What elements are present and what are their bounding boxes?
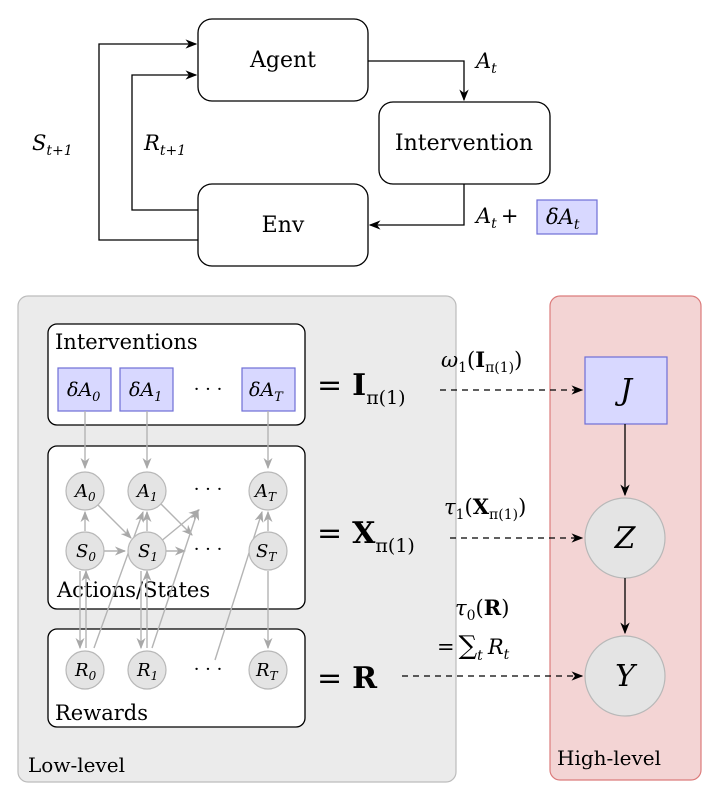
rewards-box: [47, 628, 306, 728]
edge-R0-A1: [93, 510, 144, 649]
interventions-ellipsis: · · ·: [194, 379, 223, 400]
edge-A1-next: [160, 503, 193, 536]
svg-text:Y: Y: [615, 659, 638, 694]
svg-text:R1: R1: [136, 660, 158, 683]
tau0-label: τ0(R): [455, 595, 509, 624]
action-node: AT: [248, 471, 288, 511]
intervention-node: δA1: [119, 367, 174, 412]
tau1-label: τ1(Xπ(1)): [444, 494, 526, 523]
rewards-title: Rewards: [55, 701, 148, 725]
actions-states-box: [47, 445, 306, 610]
eq-rewards: =R: [317, 661, 378, 696]
env-label: Env: [262, 213, 305, 238]
svg-text:δAT: δAT: [249, 379, 284, 405]
reward-label: Rt+1: [143, 131, 186, 159]
interventions-box: [47, 323, 306, 426]
edge-Rprev-AT: [214, 510, 264, 661]
intervention-label: Intervention: [395, 131, 533, 156]
svg-text:R0: R0: [74, 660, 97, 683]
state-feedback-arrow: [98, 39, 198, 241]
state-node: ST: [248, 531, 288, 571]
agent-to-intervention-arrow: [368, 60, 469, 102]
svg-text:δA1: δA1: [129, 379, 162, 405]
low-level-label: Low-level: [28, 753, 125, 777]
reward-node: R0: [65, 650, 105, 690]
action-node: A1: [127, 471, 167, 511]
svg-text:RT: RT: [255, 660, 279, 683]
actions-ellipsis: · · ·: [194, 479, 223, 500]
action-label: At: [474, 49, 497, 77]
svg-text:A1: A1: [135, 481, 158, 504]
state-node: S0: [65, 531, 105, 571]
Z-node: Z: [584, 497, 666, 579]
svg-text:AT: AT: [253, 481, 277, 504]
action-node: A0: [65, 471, 105, 511]
omega-label: ω1(Iπ(1)): [441, 347, 522, 376]
state-node: S1: [127, 531, 167, 571]
svg-text:ST: ST: [256, 541, 277, 564]
eq-interventions: =Iπ(1): [317, 368, 406, 409]
svg-text:A0: A0: [73, 481, 96, 504]
svg-text:Z: Z: [614, 521, 637, 556]
interventions-title: Interventions: [55, 330, 198, 354]
intervention-to-env-arrow: [368, 184, 465, 230]
J-node: J: [584, 356, 668, 425]
agent-label: Agent: [249, 48, 316, 73]
env-box: [197, 183, 369, 267]
perturbed-action-label: At+: [474, 204, 518, 232]
state-label: St+1: [32, 131, 73, 159]
delta-action-top-box: [536, 199, 598, 235]
rl-loop: Agent Intervention Env At At+ δAt St+1 R…: [32, 18, 598, 267]
Y-node: Y: [584, 635, 666, 717]
high-level-label: High-level: [557, 746, 661, 770]
states-ellipsis: · · ·: [194, 539, 223, 560]
svg-text:S0: S0: [76, 541, 96, 564]
edge-R1-next: [151, 508, 200, 649]
rewards-ellipsis: · · ·: [194, 659, 223, 680]
intervention-node: δAT: [241, 367, 296, 412]
reward-node: R1: [127, 650, 167, 690]
agent-box: [197, 18, 369, 102]
reward-feedback-arrow: [131, 70, 198, 211]
reward-node: RT: [248, 650, 288, 690]
low-level-edges: [75, 411, 273, 661]
intervention-node: δA0: [57, 367, 112, 412]
delta-action-top-label: δAt: [546, 205, 580, 233]
actions-states-title: Actions/States: [56, 578, 210, 602]
eq-actions-states: =Xπ(1): [317, 516, 415, 557]
svg-text:δA0: δA0: [67, 379, 100, 405]
svg-text:S1: S1: [138, 541, 158, 564]
edge-A0-S1: [96, 503, 132, 539]
